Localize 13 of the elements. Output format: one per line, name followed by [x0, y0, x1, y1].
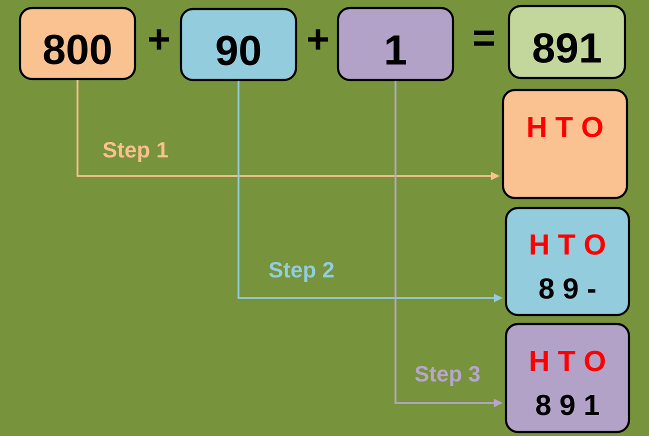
- place-value-box: H T O: [502, 88, 628, 200]
- plus-sign: +: [149, 29, 170, 50]
- edge-label: Step 3: [415, 366, 480, 386]
- number-box: 800: [18, 6, 136, 80]
- number-box: 90: [180, 8, 298, 82]
- equals-sign: =: [474, 30, 494, 46]
- place-value-box: H T O 8 9 -: [504, 206, 630, 316]
- edge-label: Step 2: [269, 262, 334, 282]
- number-box: 1: [336, 6, 454, 82]
- plus-sign: +: [308, 29, 328, 50]
- number-box: 891: [508, 4, 626, 80]
- edge-label: Step 1: [103, 142, 168, 162]
- place-value-box: H T O 8 9 1: [504, 322, 630, 434]
